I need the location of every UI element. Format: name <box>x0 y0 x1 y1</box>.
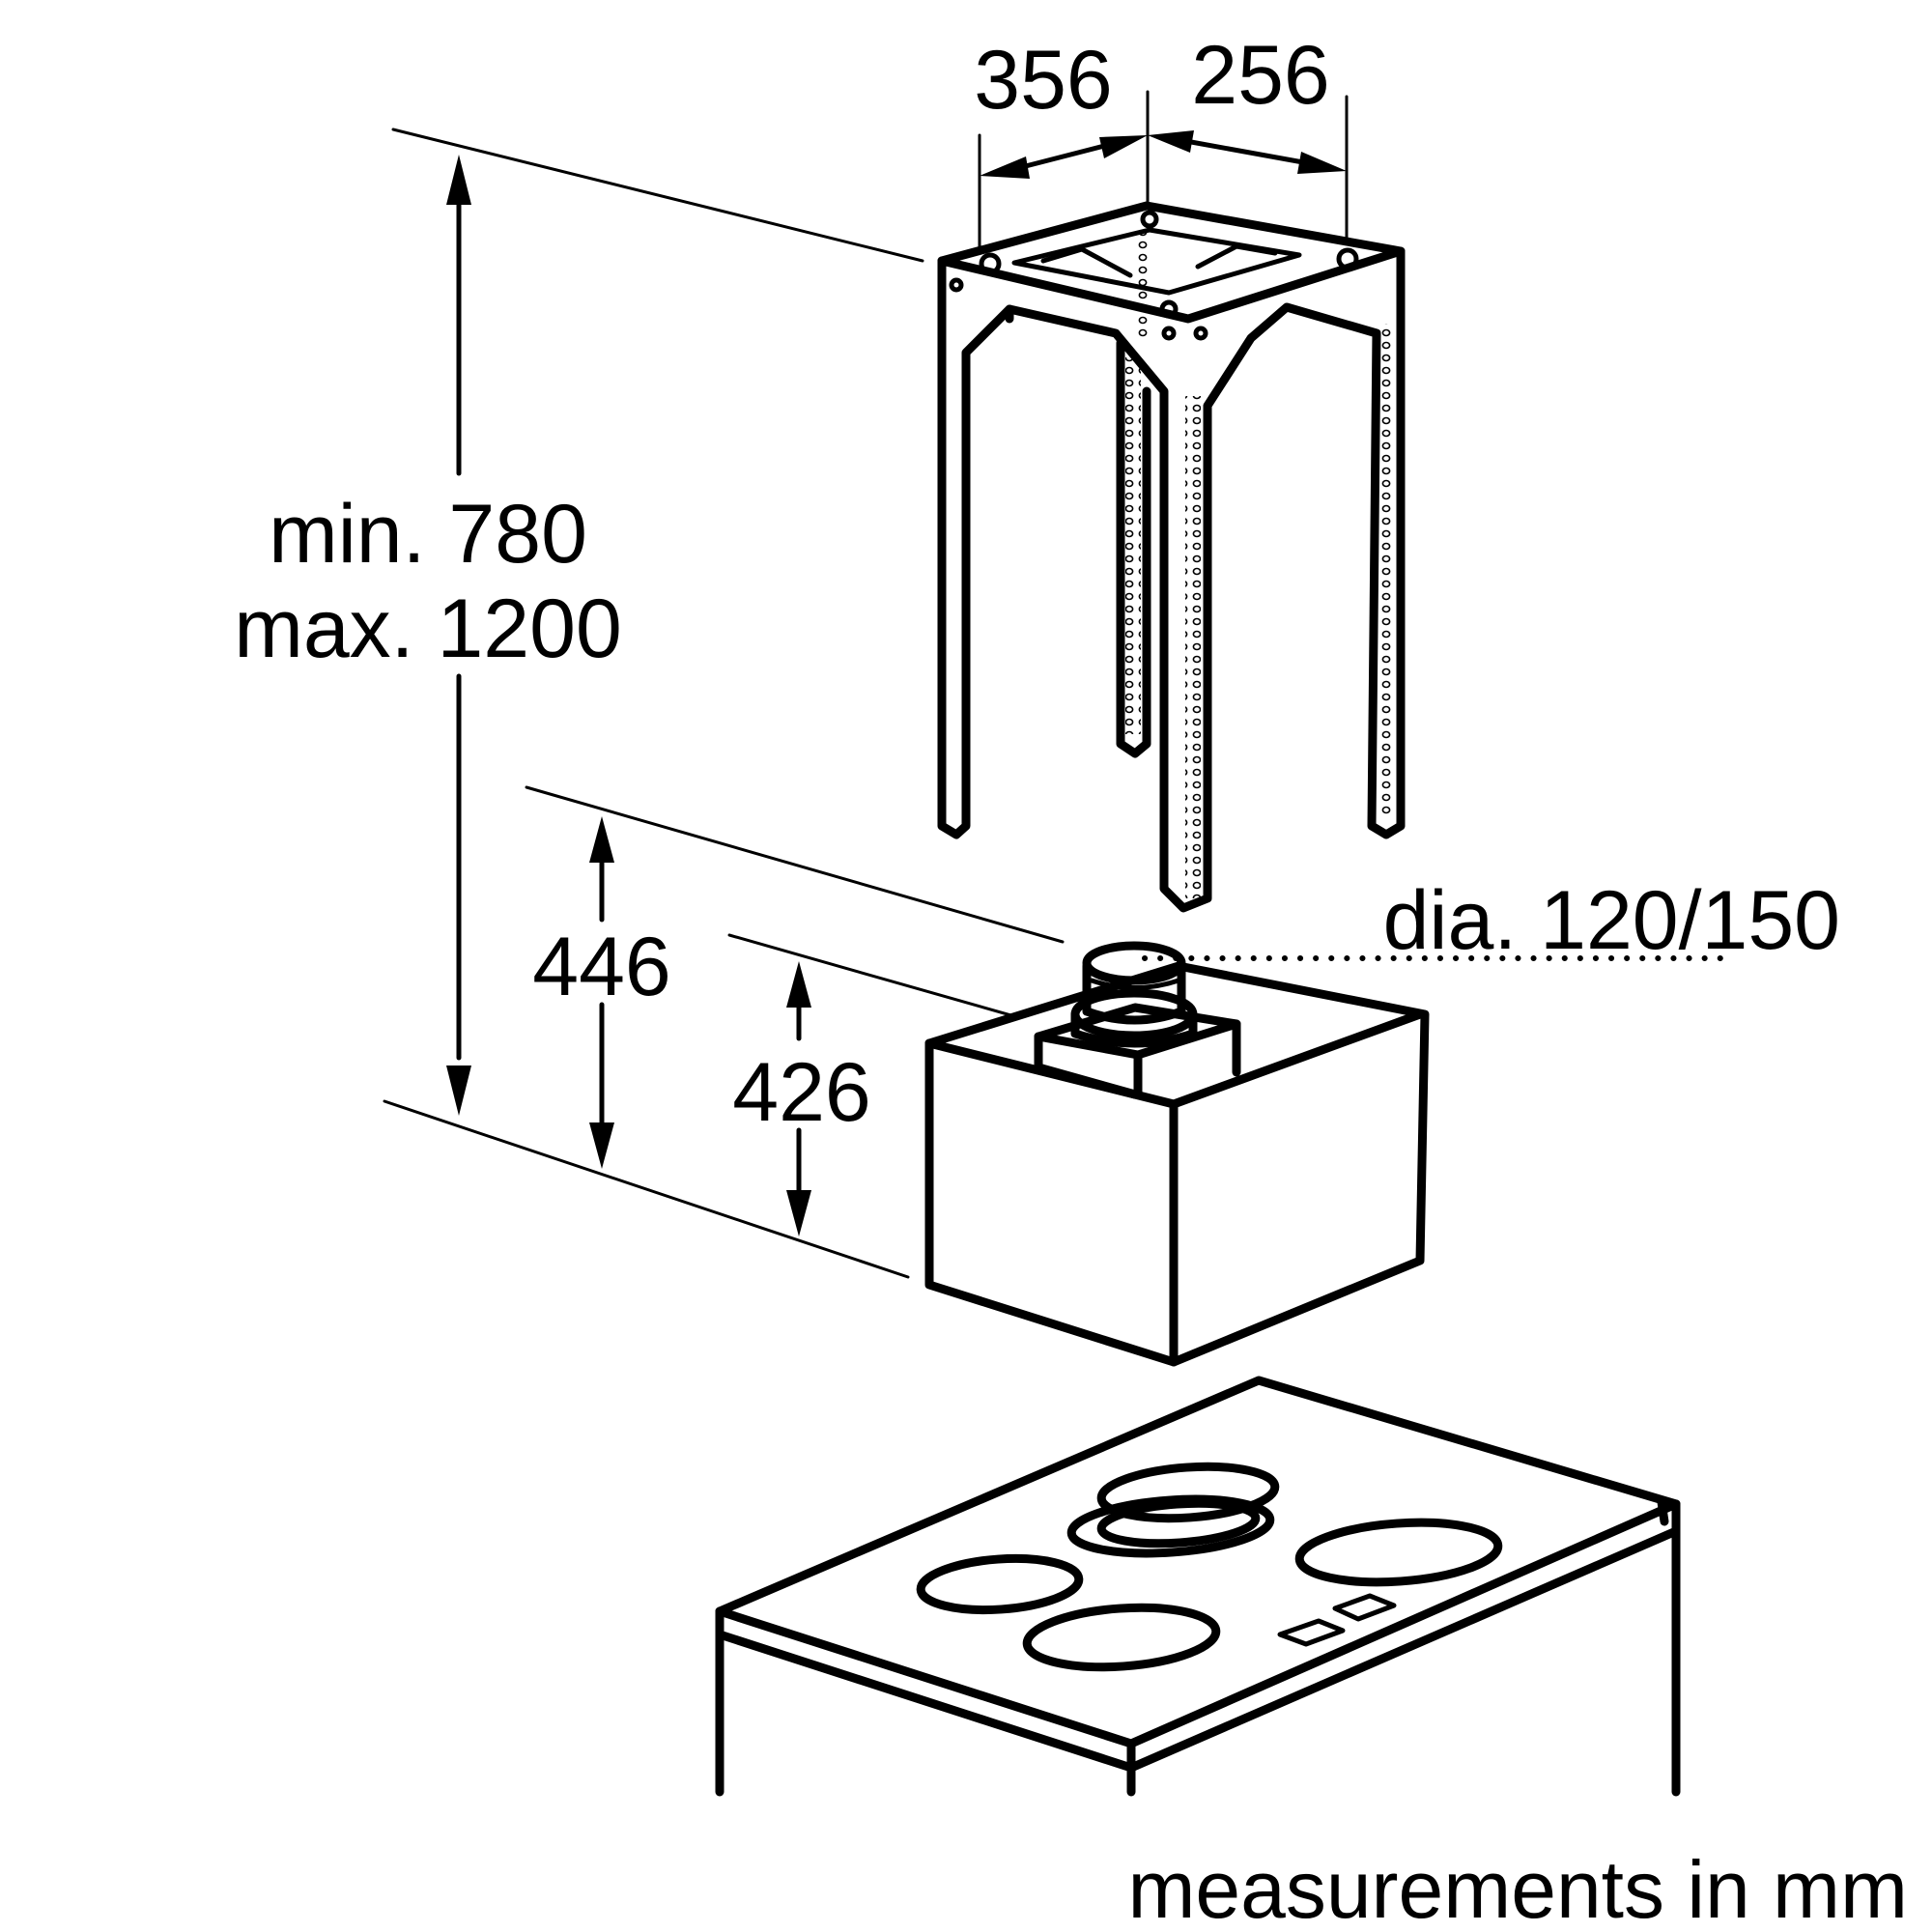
control-button <box>1332 1593 1397 1622</box>
label-duct-diameter: dia. 120/150 <box>1383 874 1840 967</box>
label-units-note: measurements in mm <box>1127 1844 1908 1932</box>
label-hood-height-inner: 426 <box>732 1046 871 1139</box>
dimension-labels: 356 256 min. 780 max. 1200 446 426 dia. … <box>234 29 1908 1932</box>
hood-body <box>924 941 1430 1367</box>
label-chimney-height-min: min. 780 <box>269 488 587 581</box>
burner <box>1066 1494 1275 1558</box>
burner <box>1096 1498 1261 1548</box>
label-frame-width: 256 <box>1191 29 1330 122</box>
label-frame-depth: 356 <box>974 34 1113 127</box>
hole-strip <box>1185 396 1201 898</box>
hole-strip <box>1137 232 1151 338</box>
dimension-arrows <box>446 130 1347 1236</box>
burner <box>1022 1603 1221 1672</box>
chimney-frame <box>937 201 1406 913</box>
control-button <box>1277 1618 1346 1647</box>
cooktop-counter <box>715 1376 1681 1797</box>
burner <box>1294 1518 1503 1587</box>
burner <box>1096 1462 1280 1523</box>
label-chimney-height-max: max. 1200 <box>234 582 622 675</box>
burner <box>916 1553 1084 1615</box>
extension-lines <box>383 90 1727 1279</box>
hole-strip <box>1125 357 1141 734</box>
hole-strip <box>1379 324 1395 816</box>
label-hood-height-outer: 446 <box>532 921 671 1013</box>
